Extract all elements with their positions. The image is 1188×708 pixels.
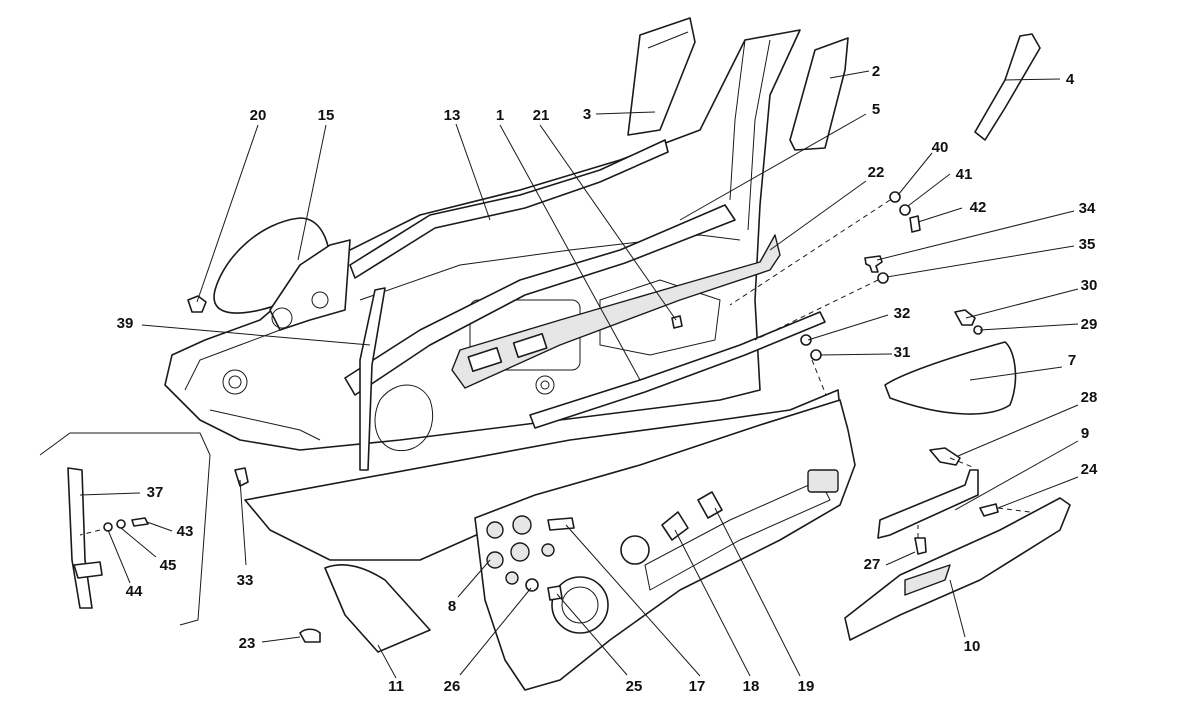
washer-45 <box>116 519 126 529</box>
screw-30 <box>954 309 976 326</box>
triangular-panel <box>324 564 431 653</box>
callout-2: 2 <box>872 63 880 80</box>
washer-26 <box>525 578 539 592</box>
callout-27: 27 <box>864 556 881 573</box>
clip-34 <box>864 255 883 273</box>
callout-26: 26 <box>444 678 461 695</box>
callout-15: 15 <box>318 107 335 124</box>
callout-1: 1 <box>496 107 504 124</box>
nut-35 <box>877 272 889 284</box>
callout-labels: 1 2 3 4 5 7 8 9 10 11 13 15 17 18 19 20 … <box>117 63 1098 695</box>
callout-24: 24 <box>1081 461 1098 478</box>
trim-piece-2 <box>789 37 849 151</box>
callout-8: 8 <box>448 598 456 615</box>
callout-43: 43 <box>177 523 194 540</box>
callout-23: 23 <box>239 635 256 652</box>
armrest-cap <box>884 341 1017 415</box>
screw-27 <box>914 537 927 555</box>
curved-seal-4 <box>974 33 1041 141</box>
screw-24 <box>979 503 999 517</box>
callout-20: 20 <box>250 107 267 124</box>
window-channel-seal <box>349 139 669 279</box>
screw-43 <box>131 517 149 527</box>
window-guide-rail <box>359 287 386 471</box>
callout-41: 41 <box>956 166 973 183</box>
assembly-dashed-lines <box>79 199 1031 538</box>
callout-42: 42 <box>970 199 987 216</box>
door-handle-19 <box>697 491 723 519</box>
armrest-handle <box>844 497 1071 641</box>
support-bracket <box>877 469 979 539</box>
door-handle-18 <box>661 511 689 541</box>
screw-28 <box>929 447 961 466</box>
callout-3: 3 <box>583 106 591 123</box>
side-mirror <box>213 217 351 331</box>
callout-17: 17 <box>689 678 706 695</box>
nut-32 <box>800 334 812 346</box>
upper-seal-strip <box>344 204 736 396</box>
callout-21: 21 <box>533 107 550 124</box>
callout-29: 29 <box>1081 316 1098 333</box>
callout-25: 25 <box>626 678 643 695</box>
callout-31: 31 <box>894 344 911 361</box>
callout-37: 37 <box>147 484 164 501</box>
callout-44: 44 <box>126 583 143 600</box>
washer-31 <box>810 349 822 361</box>
screw-42 <box>909 215 921 233</box>
screw-33 <box>234 467 249 487</box>
callout-39: 39 <box>117 315 134 332</box>
clip-21 <box>671 315 683 329</box>
clip-23 <box>299 628 321 643</box>
leader-lines <box>79 70 1079 679</box>
inner-door-panel <box>451 234 781 389</box>
washer-40 <box>889 191 901 203</box>
callout-28: 28 <box>1081 389 1098 406</box>
callout-33: 33 <box>237 572 254 589</box>
callout-32: 32 <box>894 305 911 322</box>
trim-piece-3 <box>627 17 696 136</box>
callout-45: 45 <box>160 557 177 574</box>
callout-7: 7 <box>1068 352 1076 369</box>
callout-35: 35 <box>1079 236 1096 253</box>
callout-10: 10 <box>964 638 981 655</box>
inset-detail-frame <box>39 432 211 626</box>
callout-34: 34 <box>1079 200 1096 217</box>
callout-30: 30 <box>1081 277 1098 294</box>
callout-5: 5 <box>872 101 880 118</box>
callout-18: 18 <box>743 678 760 695</box>
callout-11: 11 <box>388 678 404 695</box>
callout-9: 9 <box>1081 425 1089 442</box>
callout-22: 22 <box>868 164 885 181</box>
washer-44 <box>103 522 113 532</box>
callout-19: 19 <box>798 678 815 695</box>
belt-line-seal <box>529 311 826 429</box>
main-door-card <box>474 399 856 691</box>
washer-41 <box>899 204 911 216</box>
fastener-17 <box>547 517 575 531</box>
callout-4: 4 <box>1066 71 1075 88</box>
callout-40: 40 <box>932 139 949 156</box>
mirror-clip <box>187 295 207 313</box>
callout-13: 13 <box>444 107 461 124</box>
